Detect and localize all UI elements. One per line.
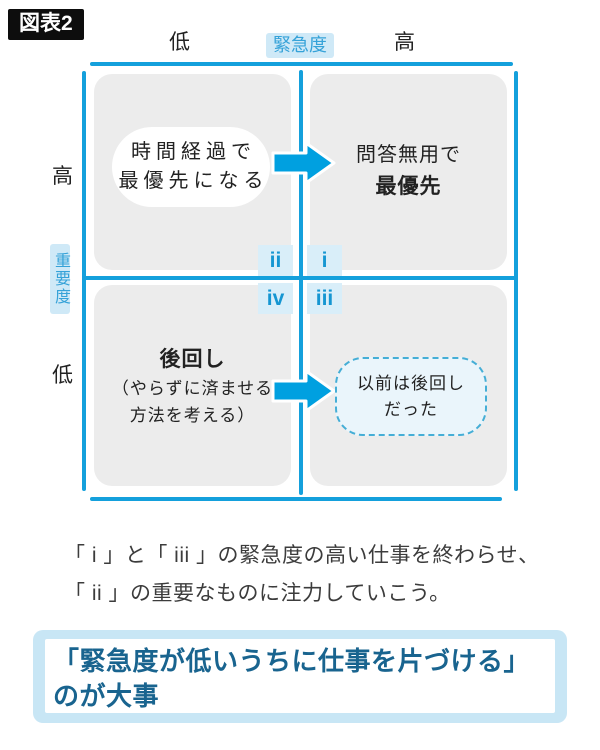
key-message-banner: 「緊急度が低いうちに仕事を片づける」 のが大事 (33, 630, 567, 723)
numeral-quadrant-ii: ii (258, 245, 293, 276)
top-right-line1: 問答無用で (356, 144, 461, 166)
bubble-text-line1: 時間経過で (131, 141, 256, 163)
quadrant-panel-bottom-left (94, 285, 291, 486)
bottom-right-dashed-callout: 以前は後回し だった (335, 357, 487, 436)
banner-line2: のが大事 (53, 681, 160, 711)
matrix-top-border (90, 62, 513, 66)
numeral-quadrant-iii: iii (307, 283, 342, 314)
quadrant-panel-top-right (310, 74, 507, 270)
importance-axis-label: 重要度 (50, 244, 70, 314)
key-message-banner-inner: 「緊急度が低いうちに仕事を片づける」 のが大事 (45, 639, 555, 713)
bottom-left-quadrant-text: 後回し （やらずに済ませる 方法を考える） (94, 345, 291, 429)
arrow-right-icon (271, 369, 337, 413)
dashed-callout-line1: 以前は後回し (357, 373, 465, 393)
numeral-quadrant-i: i (307, 245, 342, 276)
importance-low-label: 低 (52, 364, 73, 387)
top-right-line2: 最優先 (375, 175, 442, 198)
caption-line2: 「 ii 」の重要なものに注力していこう。 (64, 582, 451, 605)
top-right-quadrant-text: 問答無用で 最優先 (310, 140, 507, 202)
bottom-left-note-line2: 方法を考える） (129, 406, 256, 425)
arrow-right-icon (271, 141, 337, 185)
bottom-left-title: 後回し (159, 348, 226, 371)
banner-line1: 「緊急度が低いうちに仕事を片づける」 (53, 646, 531, 676)
urgency-low-label: 低 (169, 31, 190, 54)
urgency-axis-label: 緊急度 (266, 33, 334, 58)
top-left-speech-bubble: 時間経過で 最優先になる (112, 127, 270, 207)
matrix-horizontal-divider (84, 276, 516, 280)
bubble-text-line2: 最優先になる (118, 170, 269, 192)
importance-high-label: 高 (52, 165, 73, 188)
figure-number-label: 図表2 (8, 9, 84, 40)
matrix-vertical-divider (299, 70, 303, 495)
bottom-left-note-line1: （やらずに済ませる (111, 379, 274, 398)
dashed-callout-line2: だった (384, 399, 438, 419)
caption-paragraph: 「 i 」と「 iii 」の緊急度の高い仕事を終わらせ、 「 ii 」の重要なも… (64, 537, 564, 613)
caption-line1: 「 i 」と「 iii 」の緊急度の高い仕事を終わらせ、 (64, 544, 540, 567)
urgency-high-label: 高 (394, 31, 415, 54)
matrix-right-border (514, 71, 518, 491)
matrix-left-border (82, 71, 86, 491)
numeral-quadrant-iv: iv (258, 283, 293, 314)
matrix-bottom-border (90, 497, 502, 501)
